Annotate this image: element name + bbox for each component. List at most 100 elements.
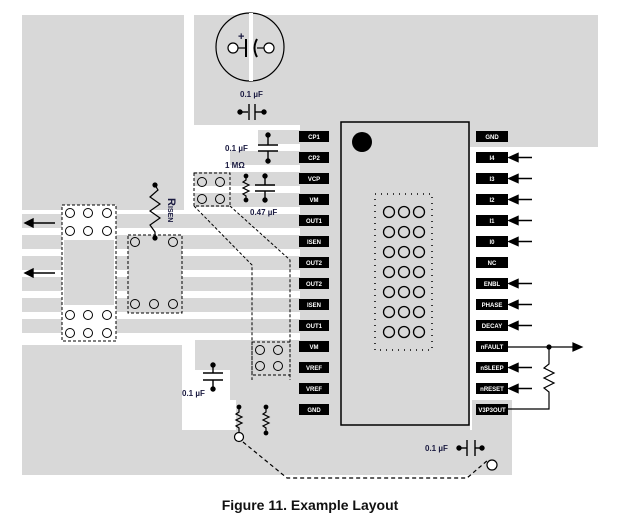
- cap-top-symbol: [237, 104, 267, 120]
- pin-phase: PHASE: [476, 299, 508, 310]
- pin-label: I2: [489, 198, 495, 204]
- input-arrow-icon: [507, 194, 532, 205]
- thermal-via: [397, 225, 411, 239]
- pin-label: I3: [489, 177, 495, 183]
- res-vcp-value: 1 MΩ: [225, 161, 245, 170]
- thermal-via: [382, 205, 396, 219]
- thermal-via: [382, 265, 396, 279]
- pin-cp2: CP2: [299, 152, 329, 163]
- pin-label: OUT1: [306, 219, 323, 225]
- pin-isen: ISEN: [299, 236, 329, 247]
- cap-vref-value: 0.1 µF: [182, 389, 205, 398]
- pin-label: OUT2: [306, 261, 323, 267]
- pin-vm: VM: [299, 194, 329, 205]
- input-arrow-icon: [507, 383, 532, 394]
- cap-cp-value: 0.1 µF: [225, 144, 248, 153]
- vref-resistors: [233, 404, 271, 443]
- trace-vcp: [194, 172, 300, 186]
- thermal-via: [397, 205, 411, 219]
- pin-label: nSLEEP: [480, 366, 503, 372]
- pin-out2: OUT2: [299, 257, 329, 268]
- pin-nreset: nRESET: [476, 383, 508, 394]
- pin-label: PHASE: [482, 303, 503, 309]
- output-arrows: [23, 217, 55, 279]
- copper-left-top: [22, 15, 184, 210]
- thermal-via: [397, 265, 411, 279]
- figure-caption: Figure 11. Example Layout: [221, 497, 399, 513]
- pin-i1: I1: [476, 215, 508, 226]
- cap-vref-symbol: [203, 362, 223, 392]
- risen-label-sub: ISEN: [166, 206, 173, 222]
- pin-isen: ISEN: [299, 299, 329, 310]
- pin-label: OUT2: [306, 282, 323, 288]
- pin-gnd: GND: [476, 131, 508, 142]
- pin-i0: I0: [476, 236, 508, 247]
- thermal-via: [412, 265, 426, 279]
- pin-vref: VREF: [299, 383, 329, 394]
- thermal-via: [397, 285, 411, 299]
- pin-label: GND: [307, 408, 321, 414]
- pin-gnd: GND: [299, 404, 329, 415]
- thermal-via: [397, 245, 411, 259]
- pin-label: CP2: [308, 156, 320, 162]
- thermal-via: [397, 305, 411, 319]
- cap-vcp-symbol: [255, 173, 275, 203]
- thermal-vias: [382, 205, 426, 339]
- pin-i2: I2: [476, 194, 508, 205]
- pin-label: ISEN: [307, 303, 321, 309]
- pin-vref: VREF: [299, 362, 329, 373]
- pin-nc: NC: [476, 257, 508, 268]
- pin-label: VREF: [306, 366, 322, 372]
- pin-label: OUT1: [306, 324, 323, 330]
- trace-cp1: [258, 130, 300, 144]
- pin-enbl: ENBL: [476, 278, 508, 289]
- pin-out2: OUT2: [299, 278, 329, 289]
- input-arrow-icon: [507, 215, 532, 226]
- input-arrow-icon: [507, 236, 532, 247]
- nfault-pullup: [508, 342, 584, 410]
- pin-label: nFAULT: [481, 345, 504, 351]
- pin-out1: OUT1: [299, 320, 329, 331]
- thermal-via: [412, 225, 426, 239]
- via-block-isen: [127, 234, 183, 314]
- cap-v3p3-symbol: [456, 440, 485, 456]
- pin-label: ISEN: [307, 240, 321, 246]
- thermal-via: [412, 285, 426, 299]
- thermal-via: [382, 325, 396, 339]
- cap-top-value: 0.1 µF: [240, 90, 263, 99]
- pin-decay: DECAY: [476, 320, 508, 331]
- pin-label: I4: [489, 156, 495, 162]
- cap-cp-symbol: [258, 132, 278, 164]
- copper-bottom: [182, 430, 512, 475]
- pin-label: VM: [310, 345, 319, 351]
- pin-label: VCP: [308, 177, 320, 183]
- res-vcp-symbol: [241, 173, 251, 203]
- cap-v3p3-value: 0.1 µF: [425, 444, 448, 453]
- via-block-vm: [193, 172, 291, 380]
- thermal-via: [412, 305, 426, 319]
- thermal-via: [382, 285, 396, 299]
- input-arrow-icon: [507, 173, 532, 184]
- pin-vcp: VCP: [299, 173, 329, 184]
- pin-label: NC: [488, 261, 497, 267]
- risen-label: R ISEN: [165, 198, 177, 222]
- thermal-via: [382, 305, 396, 319]
- ic-package: [340, 121, 470, 426]
- pin-nfault: nFAULT: [476, 341, 508, 352]
- pin-label: DECAY: [482, 324, 502, 330]
- pin-v3p3out: V3P3OUT: [476, 404, 508, 415]
- pin-i3: I3: [476, 173, 508, 184]
- bulk-cap-plus: +: [238, 31, 244, 43]
- pin-nsleep: nSLEEP: [476, 362, 508, 373]
- via-block-out: [61, 204, 117, 342]
- pin-label: V3P3OUT: [478, 408, 506, 414]
- input-arrows: [507, 152, 532, 394]
- trace-cp2: [230, 151, 300, 165]
- copper-left-bottom: [22, 345, 182, 475]
- bulk-capacitor: [215, 12, 285, 82]
- test-point-trace: [242, 441, 489, 479]
- pin-cp1: CP1: [299, 131, 329, 142]
- pin1-marker: [352, 132, 372, 152]
- pin-i4: I4: [476, 152, 508, 163]
